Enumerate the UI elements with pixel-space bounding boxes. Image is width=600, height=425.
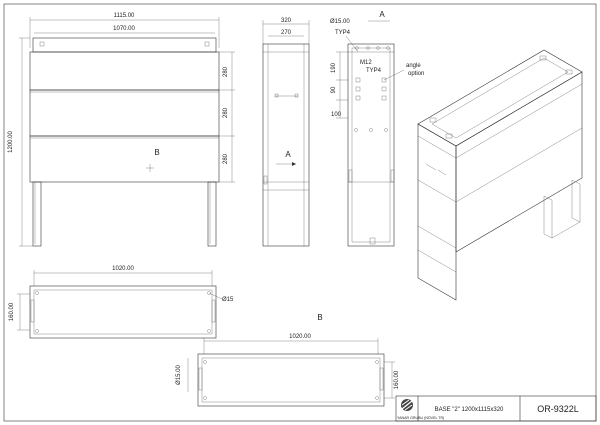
title-block: YANAR GRUBU (NÖVEL TR) BASE "2" 1200x111… — [395, 395, 597, 422]
section-hole-dia: Ø15.00 — [330, 19, 350, 25]
bottom-plan-width: 1020.00 — [289, 334, 311, 340]
bottom-plan-view: B 1020.00 Ø15.00 160.00 — [176, 313, 400, 407]
top-plan-depth: 160.00 — [9, 302, 15, 321]
panel-height-2: 280 — [223, 107, 229, 118]
top-plan-view: 1020.00 Ø15 160.00 — [9, 266, 234, 339]
section-dim-90: 90 — [331, 86, 337, 93]
section-m12: M12 — [360, 60, 372, 66]
side-body — [262, 43, 310, 247]
front-panel-3 — [29, 135, 220, 183]
front-panel-2 — [29, 89, 220, 137]
top-plan-hole: Ø15 — [222, 297, 234, 303]
panel-height-1: 280 — [223, 66, 229, 77]
panel-height-3: 280 — [223, 153, 229, 164]
front-view: 1115.00 1070.00 B 1200.00 280 — [8, 13, 235, 247]
front-panel-1 — [29, 51, 220, 91]
bottom-plan-outline — [197, 353, 385, 407]
company-logo-icon — [401, 399, 413, 411]
part-number: OR-9322L — [537, 404, 579, 414]
front-width-overall: 1115.00 — [114, 13, 135, 19]
top-plan-width: 1020.00 — [112, 266, 134, 272]
side-width-inner: 270 — [281, 30, 292, 36]
front-leg-left — [32, 181, 42, 247]
company-name: YANAR GRUBU (NÖVEL TR) — [397, 416, 444, 420]
section-typ-2: TYP4 — [366, 68, 382, 74]
section-view-label-a: A — [379, 10, 385, 19]
side-view: 320 270 A — [262, 18, 310, 247]
drawing-description: BASE "2" 1200x1115x320 — [435, 407, 504, 413]
front-view-label-b: B — [154, 148, 159, 157]
sheet-border — [3, 3, 597, 422]
section-typ-1: TYP4 — [335, 30, 351, 36]
front-leg-right — [207, 181, 217, 247]
section-body — [347, 43, 395, 247]
isometric-view — [417, 49, 583, 301]
bottom-plan-depth: 160.00 — [394, 370, 400, 389]
front-height: 1200.00 — [8, 131, 14, 153]
front-width-inner: 1070.00 — [113, 26, 135, 32]
side-view-label-a: A — [285, 150, 291, 159]
section-view: A Ø15.00 TYP4 M12 TYP4 angle option — [330, 10, 424, 247]
bottom-plan-hole: Ø15.00 — [176, 364, 182, 384]
section-option: option — [408, 71, 424, 77]
section-angle: angle — [406, 63, 421, 69]
section-hole-grid — [355, 77, 387, 101]
bottom-plan-label-b: B — [317, 313, 322, 322]
top-plan-outline — [29, 285, 217, 339]
section-dim-100: 100 — [331, 112, 342, 118]
section-dim-190: 190 — [331, 62, 337, 73]
side-width-outer: 320 — [281, 18, 292, 24]
